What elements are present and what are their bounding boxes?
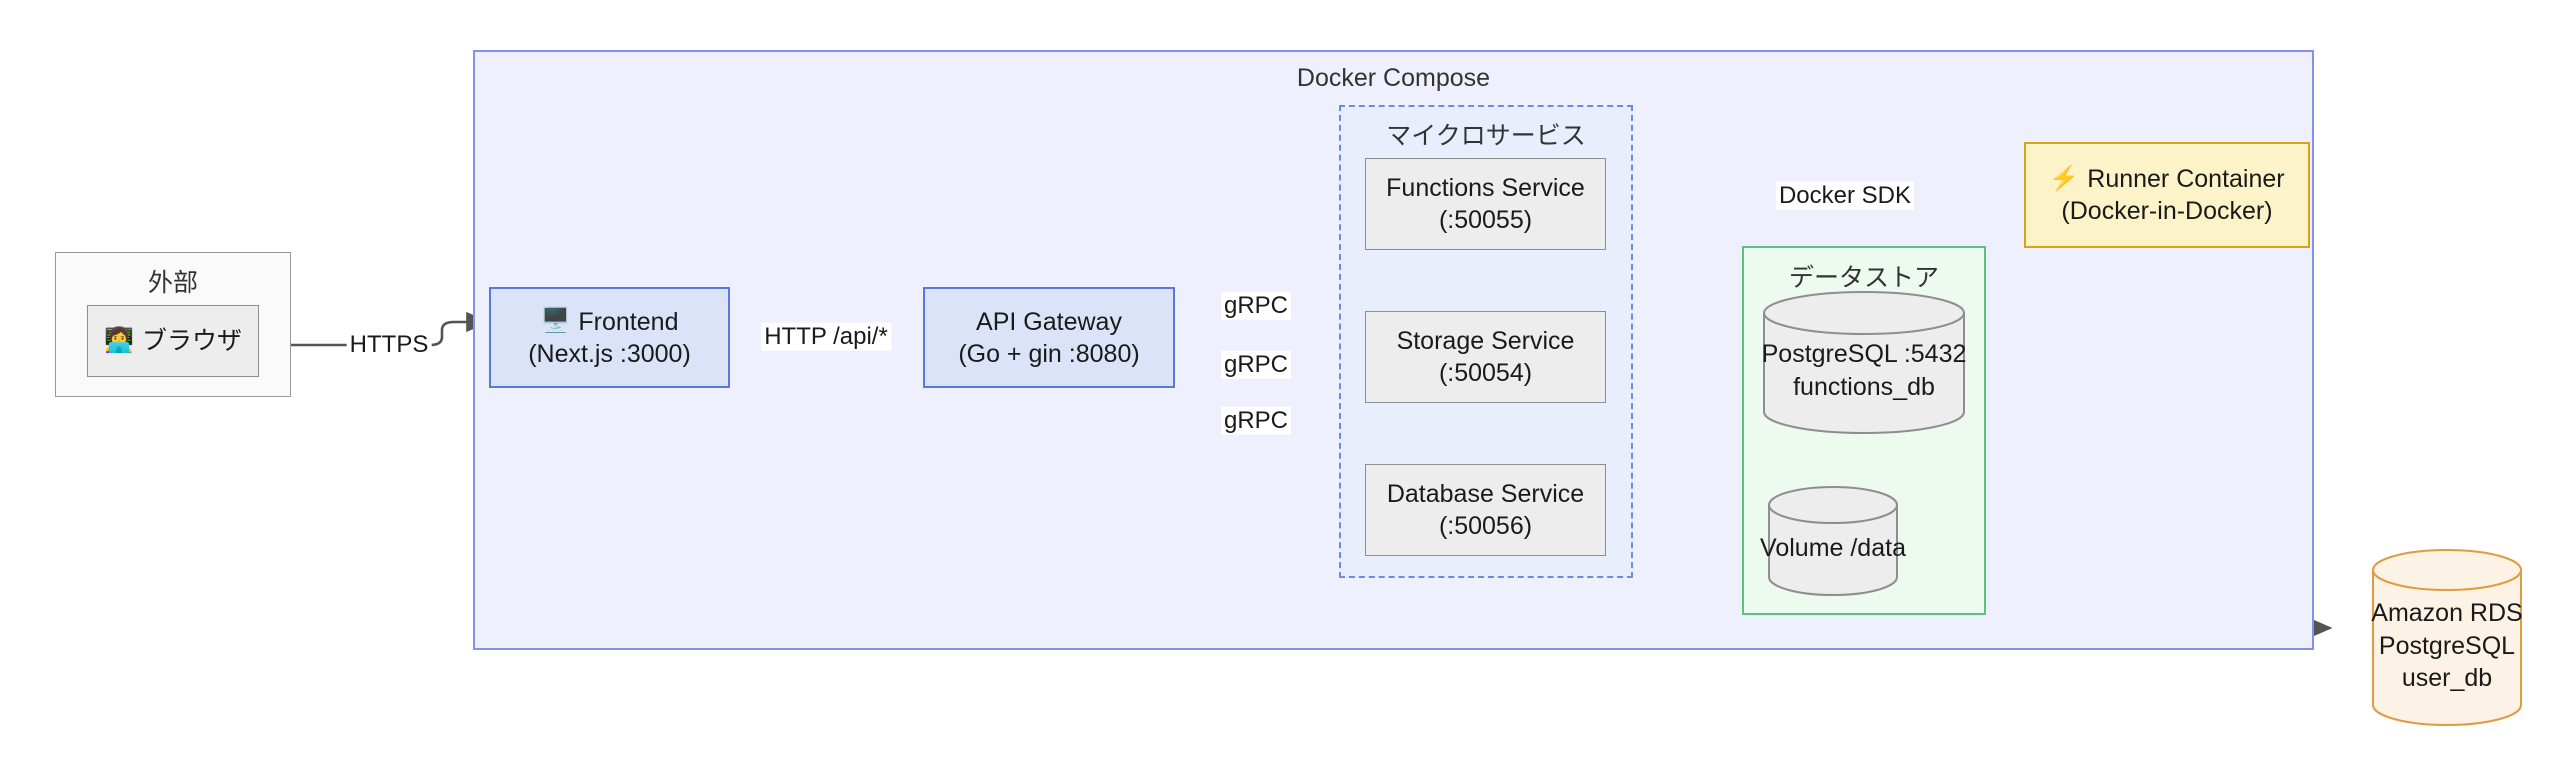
- node-postgresql-cylinder[interactable]: PostgreSQL :5432 functions_db: [1762, 290, 1966, 435]
- edge-label-grpc-database: gRPC: [1220, 406, 1292, 436]
- technologist-emoji: 👩‍💻: [104, 326, 134, 354]
- node-runner-container-row1: ⚡ Runner Container: [2049, 163, 2284, 195]
- group-datastore-title: データストア: [1788, 264, 1939, 292]
- cylinder-shape-postgresql: [1763, 291, 1965, 434]
- node-api-gateway-sublabel: (Go + gin :8080): [958, 339, 1140, 368]
- node-browser-row: 👩‍💻 ブラウザ: [104, 325, 242, 357]
- node-volume-text: Volume /data: [1760, 518, 1906, 565]
- node-postgresql-sublabel: functions_db: [1793, 372, 1935, 401]
- edge-label-http-api: HTTP /api/*: [761, 322, 891, 352]
- edge-label-grpc-storage: gRPC: [1220, 350, 1292, 380]
- node-database-service-label: Database Service: [1386, 480, 1585, 508]
- node-volume-cylinder[interactable]: Volume /data: [1760, 485, 1906, 597]
- node-frontend-label: Frontend: [578, 307, 679, 336]
- node-storage-service-label: Storage Service: [1396, 327, 1575, 355]
- edge-label-docker-sdk: Docker SDK: [1775, 181, 1915, 211]
- node-amazon-rds-sublabel: PostgreSQL: [2378, 631, 2516, 660]
- cylinder-shape-amazon-rds: [2372, 549, 2522, 726]
- node-api-gateway[interactable]: API Gateway (Go + gin :8080): [923, 287, 1175, 388]
- cylinder-shape-volume: [1768, 486, 1898, 596]
- edge-label-grpc-functions: gRPC: [1220, 291, 1292, 321]
- desktop-computer-emoji: 🖥️: [540, 307, 571, 335]
- node-amazon-rds-label: Amazon RDS: [2371, 599, 2523, 628]
- node-amazon-rds-text: Amazon RDS PostgreSQL user_db: [2371, 583, 2522, 695]
- node-amazon-rds-cylinder[interactable]: Amazon RDS PostgreSQL user_db: [2371, 548, 2523, 730]
- node-postgresql-text: PostgreSQL :5432 functions_db: [1762, 322, 1967, 403]
- group-docker-compose-title: Docker Compose: [1296, 64, 1491, 92]
- node-runner-container-label: Runner Container: [2087, 165, 2285, 193]
- lightning-bolt-emoji: ⚡: [2049, 164, 2080, 192]
- node-amazon-rds-sublabel2: user_db: [2401, 664, 2493, 693]
- node-runner-container-sublabel: (Docker-in-Docker): [2061, 197, 2273, 225]
- node-runner-container[interactable]: ⚡ Runner Container (Docker-in-Docker): [2024, 142, 2310, 248]
- node-functions-service[interactable]: Functions Service (:50055): [1365, 158, 1606, 250]
- node-functions-service-sublabel: (:50055): [1438, 206, 1533, 234]
- node-api-gateway-label: API Gateway: [976, 307, 1122, 336]
- node-browser-label: ブラウザ: [141, 327, 242, 355]
- node-database-service[interactable]: Database Service (:50056): [1365, 464, 1606, 556]
- node-functions-service-label: Functions Service: [1386, 174, 1585, 202]
- node-volume-label: Volume /data: [1760, 533, 1906, 562]
- node-storage-service-sublabel: (:50054): [1438, 359, 1533, 387]
- node-frontend-sublabel: (Next.js :3000): [528, 339, 691, 368]
- node-storage-service[interactable]: Storage Service (:50054): [1365, 311, 1606, 403]
- node-browser[interactable]: 👩‍💻 ブラウザ: [87, 305, 259, 377]
- node-postgresql-label: PostgreSQL :5432: [1761, 340, 1967, 368]
- node-frontend-row1: 🖥️ Frontend: [541, 306, 679, 338]
- group-microservices-title: マイクロサービス: [1386, 122, 1586, 150]
- node-database-service-sublabel: (:50056): [1438, 512, 1533, 540]
- node-frontend[interactable]: 🖥️ Frontend (Next.js :3000): [489, 287, 730, 388]
- group-external-title: 外部: [147, 269, 198, 297]
- edge-label-https: HTTPS: [346, 330, 432, 360]
